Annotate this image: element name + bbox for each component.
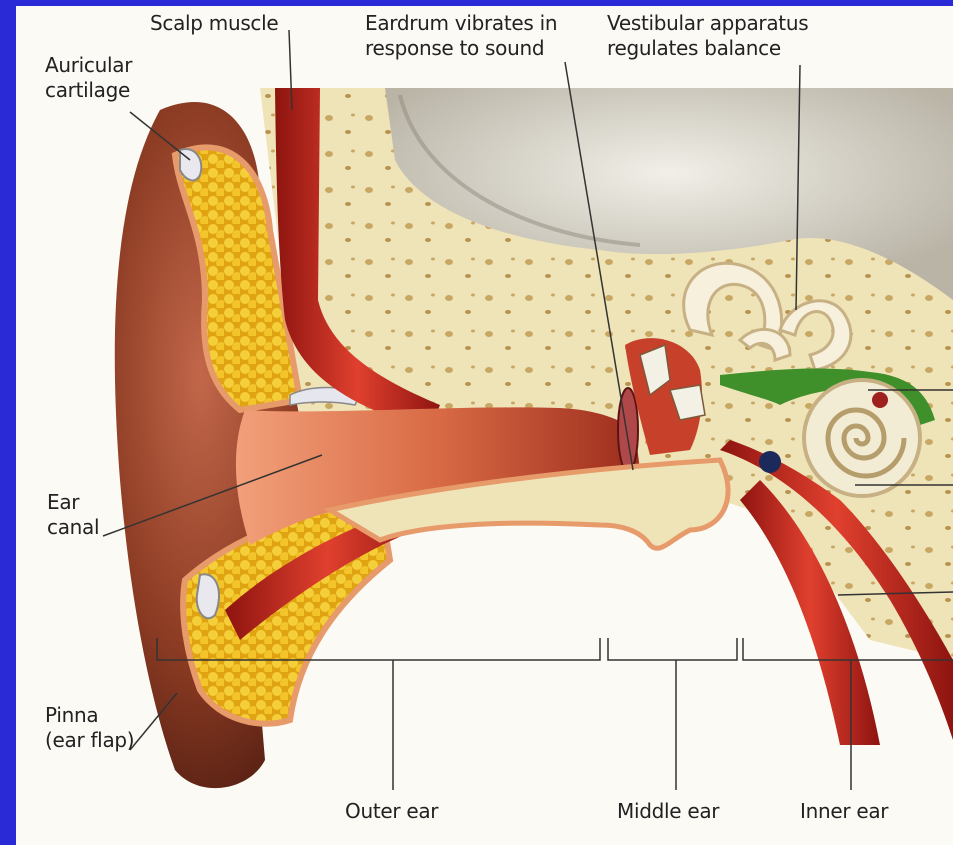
label-ear-canal-line2: canal [47, 515, 99, 540]
label-ear-canal-line1: Ear [47, 490, 99, 515]
label-middle-ear: Middle ear [617, 799, 719, 824]
round-window [759, 451, 781, 473]
label-eardrum-line1: Eardrum vibrates in [365, 11, 557, 36]
label-eardrum: Eardrum vibrates in response to sound [365, 11, 557, 61]
label-pinna-line2: (ear flap) [45, 728, 134, 753]
label-inner-ear: Inner ear [800, 799, 888, 824]
label-pinna-line1: Pinna [45, 703, 134, 728]
label-pinna: Pinna (ear flap) [45, 703, 134, 753]
cochlea [804, 380, 920, 496]
label-ear-canal: Ear canal [47, 490, 99, 540]
label-outer-ear: Outer ear [345, 799, 438, 824]
label-auricular-line2: cartilage [45, 78, 132, 103]
label-auricular-cartilage: Auricular cartilage [45, 53, 132, 103]
label-vestibular-line2: regulates balance [607, 36, 808, 61]
label-auricular-line1: Auricular [45, 53, 132, 78]
label-eardrum-line2: response to sound [365, 36, 557, 61]
label-vestibular-line1: Vestibular apparatus [607, 11, 808, 36]
label-vestibular: Vestibular apparatus regulates balance [607, 11, 808, 61]
label-scalp-muscle: Scalp muscle [150, 11, 278, 36]
